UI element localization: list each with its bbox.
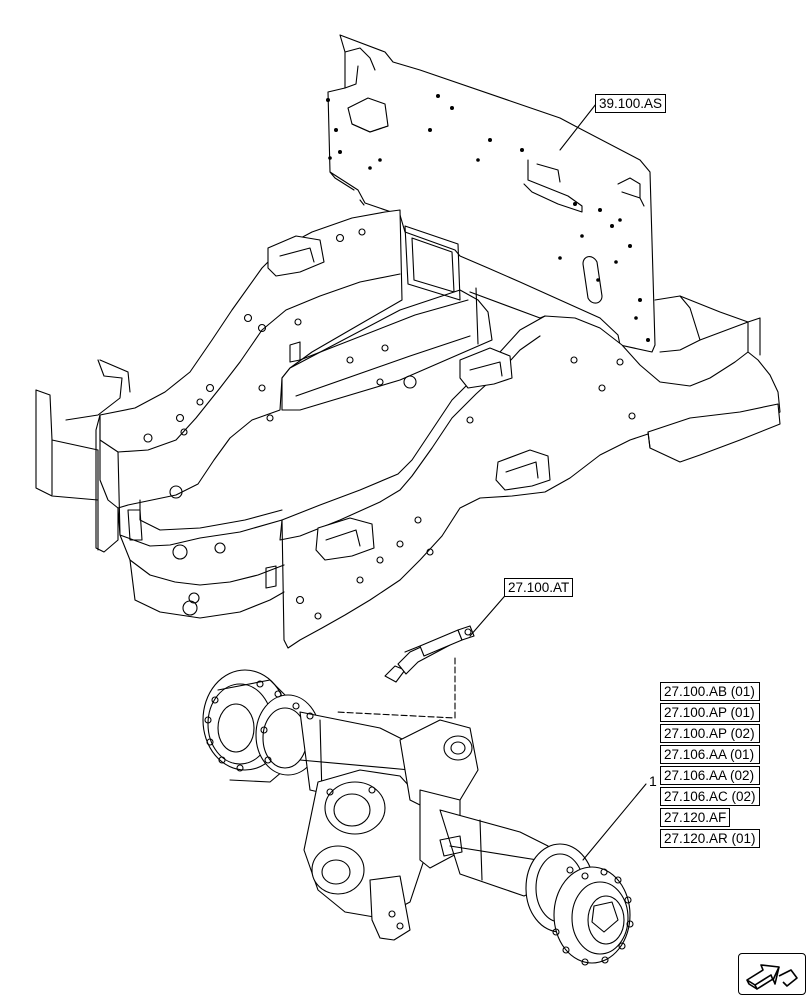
axle-ref-link[interactable]: 27.106.AC (02) (660, 787, 760, 806)
steering-cylinder (384, 625, 475, 683)
axle-ref-link[interactable]: 27.120.AF (660, 808, 731, 827)
axle-ref-link[interactable]: 27.120.AR (01) (660, 829, 760, 848)
leader-lines (335, 103, 647, 861)
rear-bulkhead-panel (326, 34, 656, 353)
axle-callout-number: 1 (649, 773, 657, 789)
axle-ref-link[interactable]: 27.100.AP (02) (660, 724, 760, 743)
axle-ref-link[interactable]: 27.100.AB (01) (660, 682, 760, 701)
axle-ref-link[interactable]: 27.106.AA (02) (660, 766, 760, 785)
chassis-frame (35, 209, 781, 649)
cylinder-reference-label[interactable]: 27.100.AT (504, 578, 574, 597)
axle-ref-link[interactable]: 27.100.AP (01) (660, 703, 760, 722)
navigation-button[interactable] (738, 953, 806, 995)
axle-reference-list: 27.100.AB (01) 27.100.AP (01) 27.100.AP … (660, 682, 760, 850)
arrow-icon (746, 964, 798, 990)
axle-assembly (202, 669, 634, 966)
axle-ref-link[interactable]: 27.106.AA (01) (660, 745, 760, 764)
frame-reference-label[interactable]: 39.100.AS (595, 94, 667, 113)
